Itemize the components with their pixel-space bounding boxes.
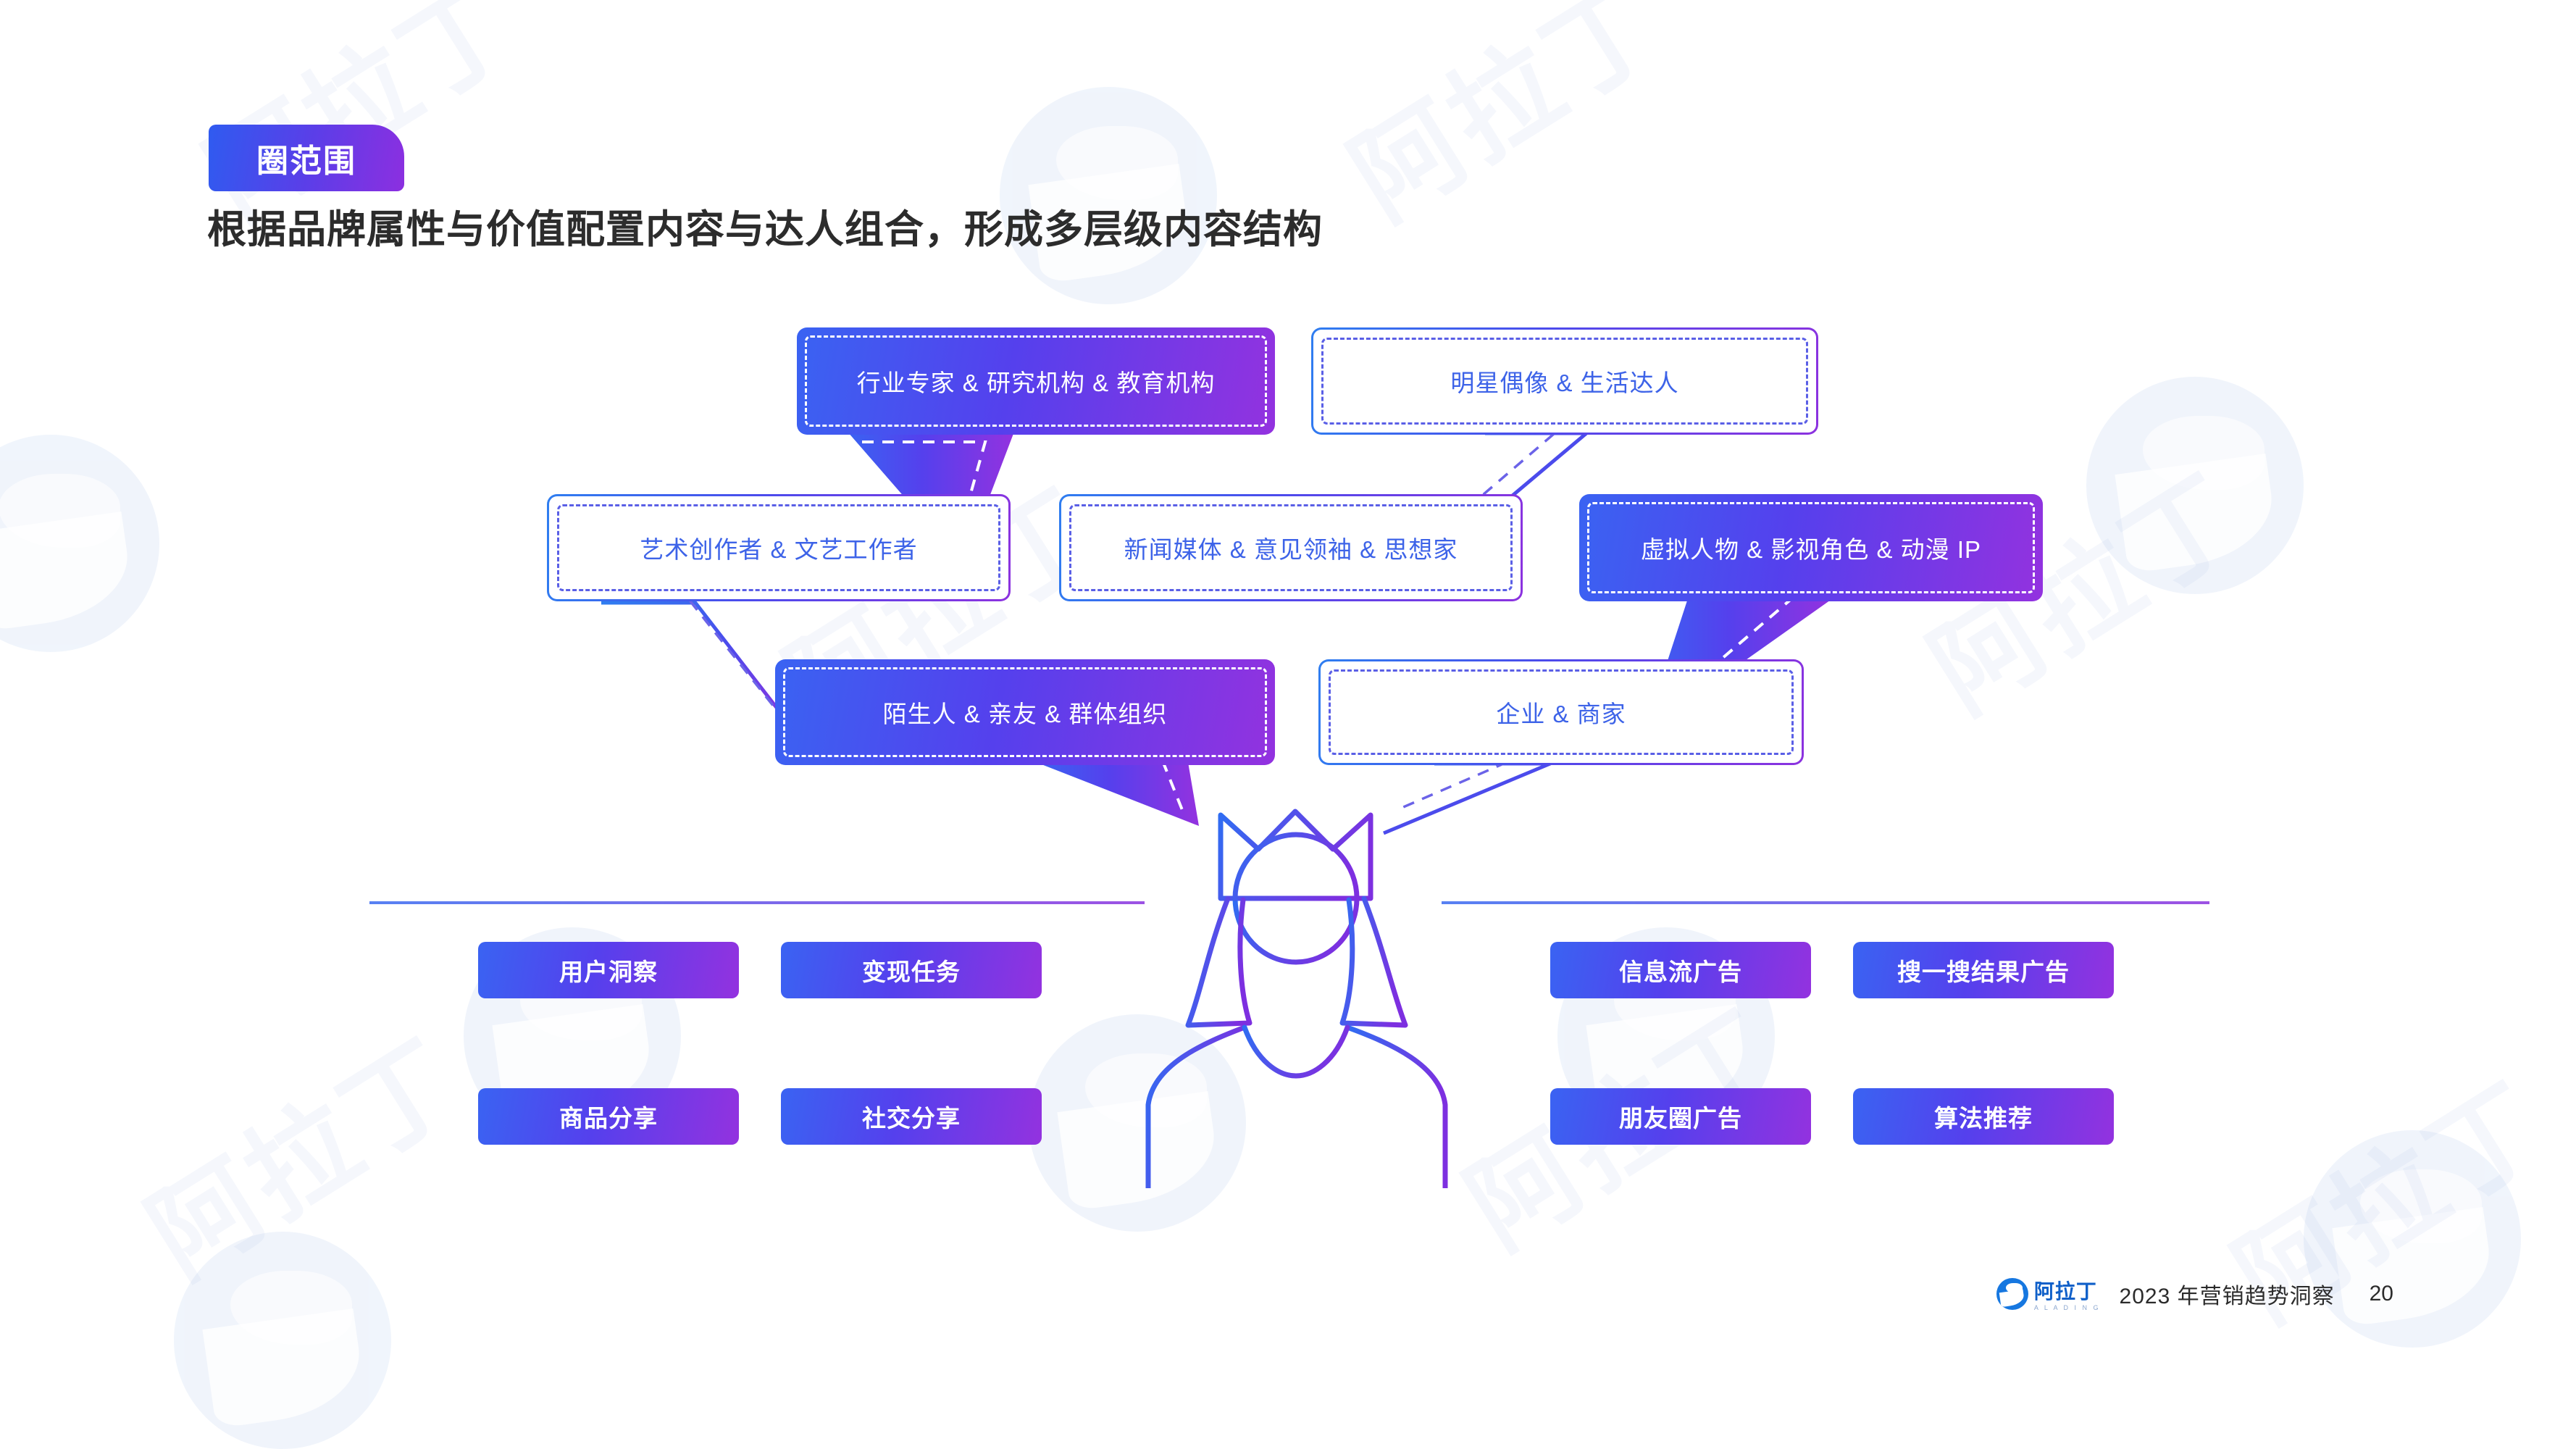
brand-subname: A L A D I N G: [2033, 1304, 2101, 1311]
section-badge: 圈范围: [209, 125, 404, 191]
tag-algorithm-recommend[interactable]: 算法推荐: [1853, 1088, 2114, 1145]
watermark-globe-icon: [0, 435, 159, 652]
tag-monetize-task[interactable]: 变现任务: [781, 942, 1042, 998]
bubble-row3-right[interactable]: 企业 & 商家: [1318, 659, 1804, 765]
bubble-label: 虚拟人物 & 影视角色 & 动漫 IP: [1640, 536, 1982, 563]
watermark-globe-icon: [174, 1232, 391, 1449]
section-badge-label: 圈范围: [256, 143, 356, 179]
bubble-row1-right[interactable]: 明星偶像 & 生活达人: [1311, 327, 1818, 435]
footer: 阿拉丁 A L A D I N G 2023 年营销趋势洞察 20: [1996, 1276, 2393, 1311]
bubble-row2-mid[interactable]: 新闻媒体 & 意见领袖 & 思想家: [1059, 494, 1523, 601]
bubble-label: 陌生人 & 亲友 & 群体组织: [882, 701, 1168, 727]
report-title: 2023 年营销趋势洞察: [2119, 1284, 2335, 1308]
tag-label: 变现任务: [862, 959, 961, 985]
tag-label: 朋友圈广告: [1619, 1105, 1742, 1132]
divider-left: [369, 901, 1145, 904]
bubble-row2-right[interactable]: 虚拟人物 & 影视角色 & 动漫 IP: [1579, 494, 2043, 601]
bubble-label: 企业 & 商家: [1496, 701, 1626, 727]
tag-search-ads[interactable]: 搜一搜结果广告: [1853, 942, 2114, 998]
watermark-globe-icon: [2086, 377, 2304, 594]
tag-user-insight[interactable]: 用户洞察: [478, 942, 739, 998]
divider-right: [1442, 901, 2209, 904]
page-number: 20: [2369, 1281, 2393, 1306]
bubble-row3-left[interactable]: 陌生人 & 亲友 & 群体组织: [775, 659, 1275, 765]
bubble-label: 明星偶像 & 生活达人: [1450, 369, 1679, 396]
brand-logo: 阿拉丁 A L A D I N G: [1996, 1276, 2101, 1311]
brand-name: 阿拉丁: [2033, 1280, 2097, 1303]
bubble-row2-left[interactable]: 艺术创作者 & 文艺工作者: [547, 494, 1011, 601]
aladdin-globe-icon: [1996, 1277, 2028, 1310]
bubble-row1-left[interactable]: 行业专家 & 研究机构 & 教育机构: [797, 327, 1275, 435]
page-title: 根据品牌属性与价值配置内容与达人组合，形成多层级内容结构: [207, 208, 1323, 251]
tag-label: 用户洞察: [559, 959, 658, 985]
tag-label: 信息流广告: [1619, 959, 1742, 985]
bubble-label: 行业专家 & 研究机构 & 教育机构: [856, 369, 1216, 396]
tag-moments-ads[interactable]: 朋友圈广告: [1550, 1088, 1811, 1145]
watermark-globe-icon: [2304, 1130, 2521, 1348]
tag-label: 社交分享: [862, 1105, 961, 1132]
tag-label: 搜一搜结果广告: [1897, 959, 2070, 985]
tag-label: 算法推荐: [1934, 1105, 2033, 1132]
bubble-label: 艺术创作者 & 文艺工作者: [640, 536, 918, 563]
watermark-text: 阿拉丁: [1331, 0, 1684, 243]
watermark-text: 阿拉丁: [128, 1016, 481, 1300]
tag-label: 商品分享: [559, 1105, 658, 1132]
watermark-globe-icon: [1000, 87, 1217, 304]
tag-product-share[interactable]: 商品分享: [478, 1088, 739, 1145]
crowned-person-illustration: [1145, 809, 1448, 1188]
tag-feed-ads[interactable]: 信息流广告: [1550, 942, 1811, 998]
bubble-label: 新闻媒体 & 意见领袖 & 思想家: [1124, 536, 1458, 563]
tag-social-share[interactable]: 社交分享: [781, 1088, 1042, 1145]
